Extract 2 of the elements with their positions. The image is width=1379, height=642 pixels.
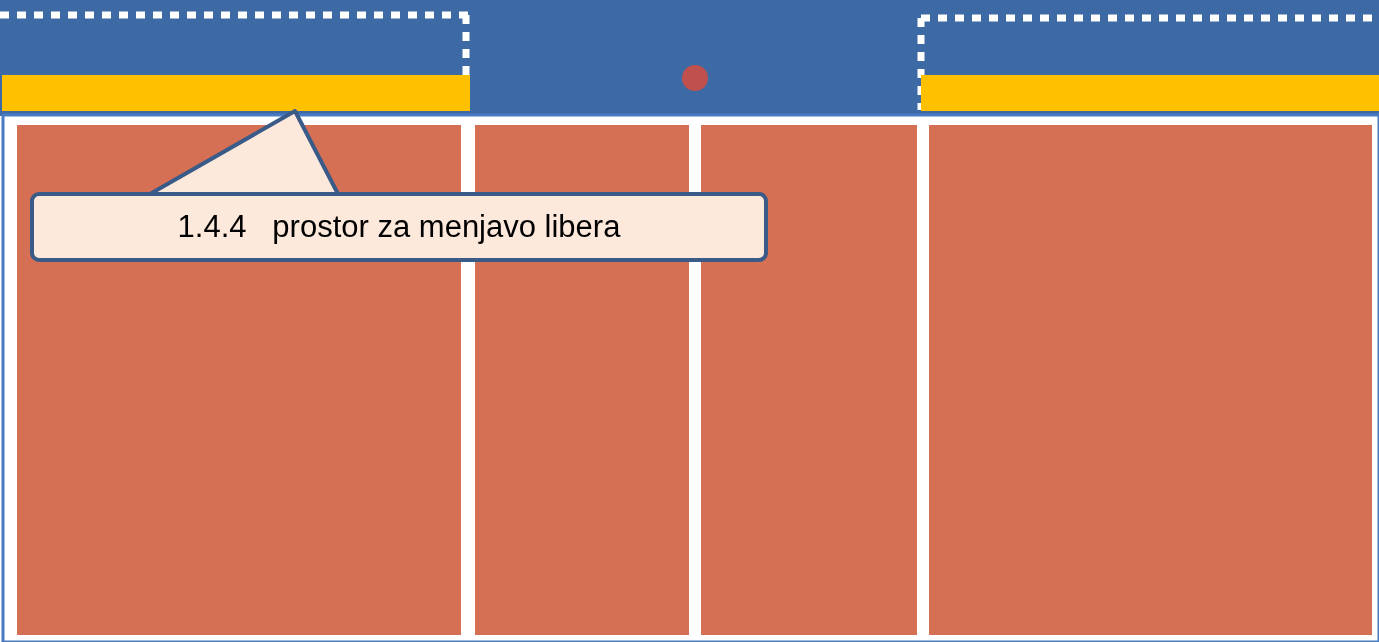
callout-text: 1.4.4 prostor za menjavo libera <box>177 209 621 245</box>
zone-bar <box>2 75 470 111</box>
